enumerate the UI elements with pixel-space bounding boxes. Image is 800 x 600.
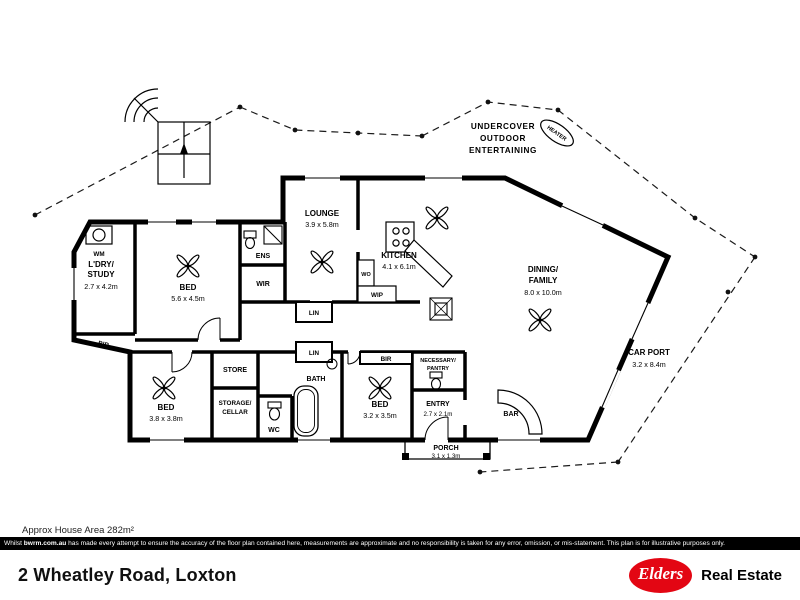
lounge-dims: 3.9 x 5.8m [305, 220, 339, 229]
porch-label: PORCH [433, 445, 458, 452]
bar-bench [497, 389, 543, 435]
wm-label: WM [93, 251, 104, 258]
storage-label-line2: CELLAR [222, 409, 248, 416]
lin1-label: LIN [309, 310, 320, 317]
outdoor-label-line3: ENTERTAINING [469, 146, 537, 155]
stove-burner-icon [402, 227, 410, 235]
porch-structure [402, 440, 491, 460]
wc-label: WC [268, 427, 280, 434]
lounge-label: LOUNGE [305, 209, 340, 218]
bed3-dims: 3.2 x 3.5m [363, 411, 397, 420]
entry-dims: 2.7 x 2.1m [424, 411, 453, 418]
bir1-label: BIR [97, 340, 110, 350]
wip-label: WIP [371, 292, 383, 299]
disclaimer-part1: Whilst [4, 540, 24, 547]
laundry-fixtures [85, 225, 113, 245]
wir-label: WIR [256, 281, 270, 288]
porch-post [402, 453, 409, 460]
ens-label: ENS [256, 253, 271, 260]
room-labels: WM L'DRY/ STUDY 2.7 x 4.2m BED 5.6 x 4.5… [84, 209, 670, 460]
floorplan-svg: UNDERCOVER OUTDOOR ENTERTAINING HEATER [32, 88, 758, 475]
area-note: Approx House Area 282m² [22, 525, 134, 536]
bed3-label: BED [372, 400, 389, 409]
bed1-label: BED [180, 283, 197, 292]
stove-burner-icon [392, 239, 400, 247]
necessary-label-line2: PANTRY [427, 366, 449, 372]
outdoor-area-label: UNDERCOVER OUTDOOR ENTERTAINING [469, 122, 537, 155]
kitchen-label: KITCHEN [381, 251, 417, 260]
disclaimer-brand: bwrm.com.au [23, 540, 67, 547]
necessary-label-line1: NECESSARY/ [420, 358, 456, 364]
outdoor-label-line1: UNDERCOVER [471, 122, 535, 131]
property-address: 2 Wheatley Road, Loxton [18, 564, 237, 585]
carport-label: CAR PORT [628, 348, 670, 357]
doors [171, 317, 449, 441]
stove-burner-icon [392, 227, 400, 235]
storage-label-line1: STORAGE/ [219, 400, 252, 407]
disclaimer-text: Whilst bwrm.com.au has made every attemp… [4, 540, 725, 547]
outdoor-label-line2: OUTDOOR [480, 134, 526, 143]
floorplan-canvas: UNDERCOVER OUTDOOR ENTERTAINING HEATER [32, 88, 758, 475]
bar-label: BAR [503, 411, 518, 418]
disclaimer-bar: Whilst bwrm.com.au has made every attemp… [0, 537, 800, 550]
fireplace-fixture [429, 297, 453, 321]
closets [295, 301, 413, 365]
ldry-label-line1: L'DRY/ [88, 260, 114, 269]
ldry-dims: 2.7 x 4.2m [84, 282, 118, 291]
lin2-label: LIN [309, 350, 320, 357]
carport-dims: 3.2 x 8.4m [632, 360, 666, 369]
bed1-dims: 5.6 x 4.5m [171, 294, 205, 303]
wo-label: WO [361, 272, 371, 278]
bathroom-fixtures [267, 358, 443, 437]
bed2-dims: 3.8 x 3.8m [149, 414, 183, 423]
entry-label: ENTRY [426, 401, 450, 408]
dining-label-line1: DINING/ [528, 265, 559, 274]
dining-dims: 8.0 x 10.0m [524, 288, 562, 297]
brand-lockup: Elders Real Estate [629, 557, 782, 593]
porch-post [483, 453, 490, 460]
heater-badge: HEATER [540, 119, 574, 147]
stairs-structure [124, 88, 211, 185]
windows [71, 175, 651, 443]
brand-tagline: Real Estate [701, 566, 782, 584]
boundary-dots [32, 99, 758, 475]
dining-label-line2: FAMILY [529, 276, 558, 285]
porch-dims: 3.1 x 1.3m [432, 453, 461, 460]
store-label: STORE [223, 367, 247, 374]
ensuite-fixtures [243, 225, 283, 250]
bed2-label: BED [158, 403, 175, 412]
bir2-label: BIR [381, 356, 392, 363]
kitchen-dims: 4.1 x 6.1m [382, 262, 416, 271]
bath-label: BATH [307, 376, 326, 383]
stove-burner-icon [402, 239, 410, 247]
ldry-label-line2: STUDY [87, 270, 115, 279]
disclaimer-part2: has made every attempt to ensure the acc… [66, 540, 726, 547]
elders-logo: Elders [629, 557, 693, 593]
elders-logo-text: Elders [637, 564, 684, 583]
north-arrow-icon [180, 143, 188, 154]
kitchen-fixtures [357, 221, 453, 303]
footer-bar: 2 Wheatley Road, Loxton Elders Real Esta… [0, 550, 800, 600]
house-outer-walls [71, 175, 672, 443]
